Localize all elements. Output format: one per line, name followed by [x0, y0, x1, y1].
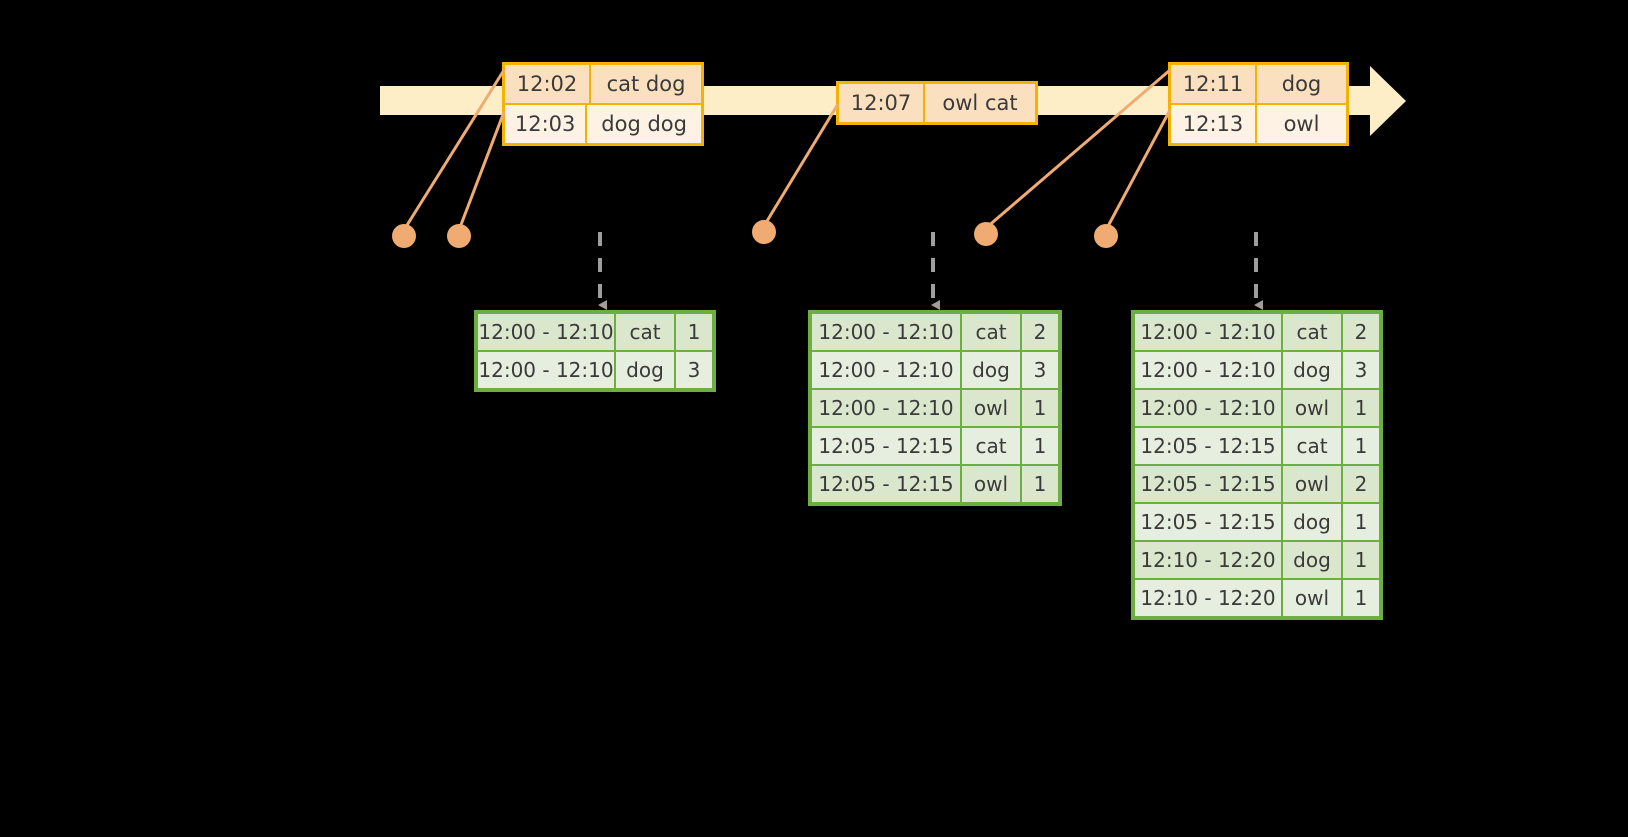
cell-word: dog — [962, 352, 1020, 388]
event-row: 12:02 cat dog — [505, 65, 701, 103]
cell-count: 3 — [1343, 352, 1379, 388]
cell-count: 3 — [676, 352, 712, 388]
event-time: 12:13 — [1171, 105, 1255, 143]
event-group-b[interactable]: 12:07 owl cat — [836, 81, 1038, 125]
cell-word: cat — [1283, 428, 1341, 464]
event-time: 12:03 — [505, 105, 586, 143]
event-row: 12:13 owl — [1171, 103, 1346, 143]
cell-count: 1 — [1343, 542, 1379, 578]
cell-word: dog — [1283, 504, 1341, 540]
connector-1203 — [457, 111, 506, 231]
cell-word: owl — [1283, 390, 1341, 426]
event-time: 12:11 — [1171, 65, 1255, 103]
event-time: 12:07 — [839, 84, 923, 122]
cell-word: owl — [1283, 466, 1341, 502]
cell-window: 12:00 - 12:10 — [478, 352, 614, 388]
cell-count: 1 — [1343, 428, 1379, 464]
event-row: 12:03 dog dog — [505, 103, 701, 143]
event-dot-1203[interactable] — [447, 224, 471, 248]
event-dot-1202[interactable] — [392, 224, 416, 248]
cell-word: owl — [1283, 580, 1341, 616]
cell-window: 12:05 - 12:15 — [1135, 466, 1281, 502]
cell-window: 12:05 - 12:15 — [1135, 504, 1281, 540]
cell-word: cat — [616, 314, 674, 350]
cell-window: 12:00 - 12:10 — [1135, 390, 1281, 426]
cell-window: 12:10 - 12:20 — [1135, 580, 1281, 616]
cell-window: 12:00 - 12:10 — [478, 314, 614, 350]
cell-word: dog — [616, 352, 674, 388]
event-words: dog dog — [585, 105, 701, 143]
event-words: owl — [1255, 105, 1346, 143]
cell-count: 1 — [1343, 580, 1379, 616]
cell-window: 12:05 - 12:15 — [812, 428, 960, 464]
cell-count: 1 — [676, 314, 712, 350]
cell-word: cat — [962, 428, 1020, 464]
event-group-c[interactable]: 12:11 dog 12:13 owl — [1168, 62, 1349, 146]
event-words: dog — [1255, 65, 1346, 103]
event-dot-1211[interactable] — [974, 222, 998, 246]
connector-1213 — [1104, 109, 1172, 231]
cell-word: owl — [962, 390, 1020, 426]
cell-count: 2 — [1022, 314, 1058, 350]
cell-count: 2 — [1343, 466, 1379, 502]
cell-word: cat — [1283, 314, 1341, 350]
event-dot-1207[interactable] — [752, 220, 776, 244]
connector-1207 — [762, 103, 840, 227]
timeline-arrow-head — [1370, 66, 1406, 136]
cell-word: owl — [962, 466, 1020, 502]
cell-word: dog — [1283, 352, 1341, 388]
event-row: 12:07 owl cat — [839, 84, 1035, 122]
cell-window: 12:00 - 12:10 — [1135, 352, 1281, 388]
cell-count: 1 — [1022, 390, 1058, 426]
event-dot-1213[interactable] — [1094, 224, 1118, 248]
cell-window: 12:00 - 12:10 — [812, 352, 960, 388]
cell-window: 12:00 - 12:10 — [1135, 314, 1281, 350]
cell-count: 1 — [1022, 466, 1058, 502]
cell-window: 12:05 - 12:15 — [812, 466, 960, 502]
cell-window: 12:10 - 12:20 — [1135, 542, 1281, 578]
event-group-a[interactable]: 12:02 cat dog 12:03 dog dog — [502, 62, 704, 146]
cell-count: 1 — [1343, 504, 1379, 540]
cell-count: 1 — [1343, 390, 1379, 426]
cell-word: cat — [962, 314, 1020, 350]
event-row: 12:11 dog — [1171, 65, 1346, 103]
cell-count: 3 — [1022, 352, 1058, 388]
cell-count: 2 — [1343, 314, 1379, 350]
event-words: owl cat — [923, 84, 1035, 122]
cell-window: 12:00 - 12:10 — [812, 314, 960, 350]
event-words: cat dog — [589, 65, 701, 103]
cell-window: 12:05 - 12:15 — [1135, 428, 1281, 464]
event-time: 12:02 — [505, 65, 589, 103]
cell-window: 12:00 - 12:10 — [812, 390, 960, 426]
cell-word: dog — [1283, 542, 1341, 578]
cell-count: 1 — [1022, 428, 1058, 464]
